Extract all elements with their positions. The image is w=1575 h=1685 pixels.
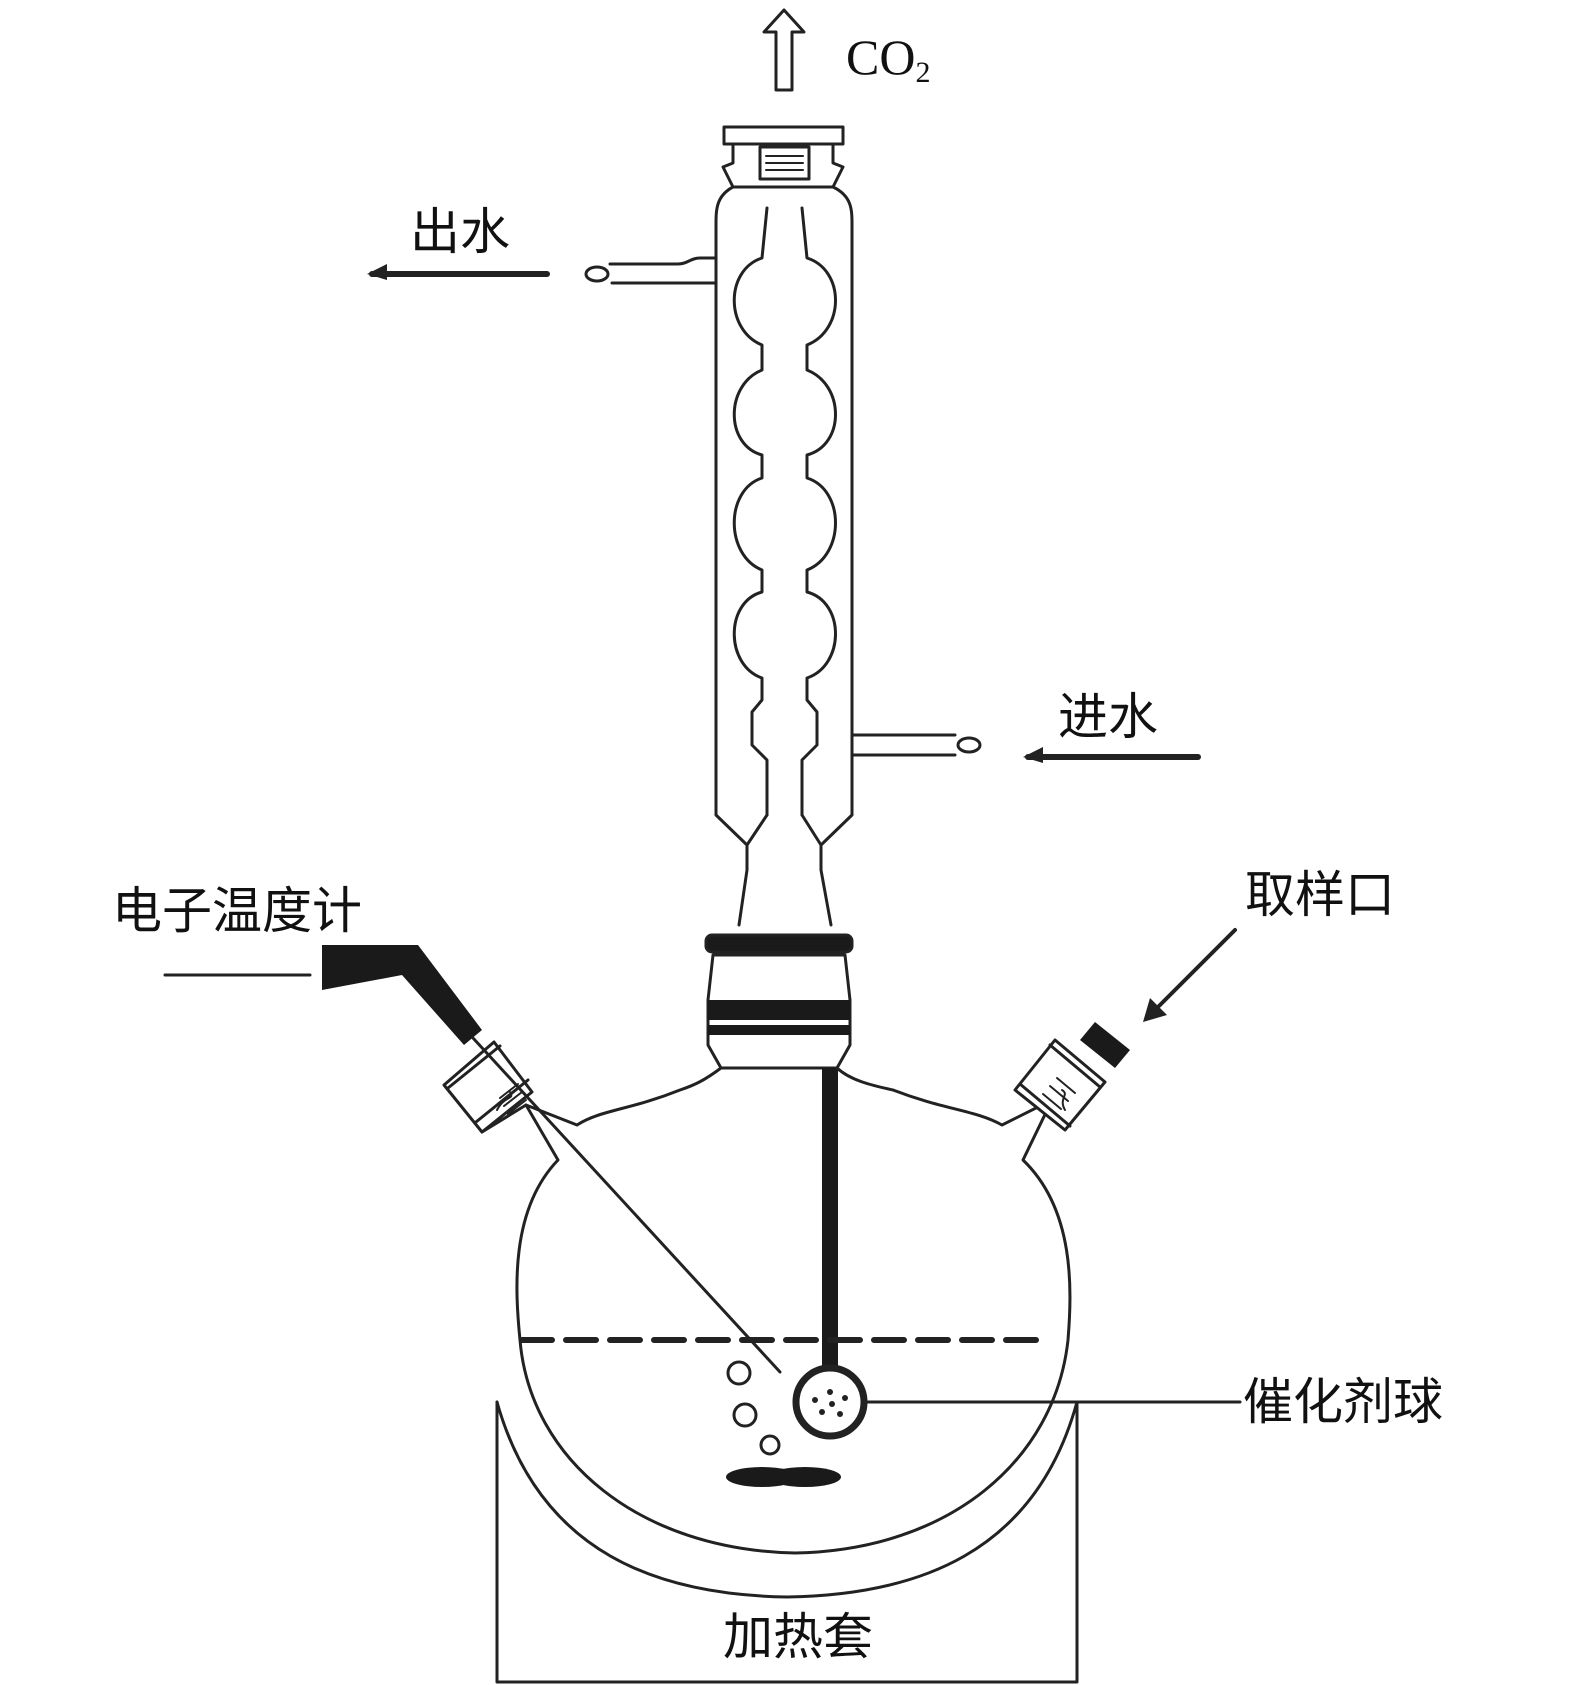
thermometer-label: 电子温度计 bbox=[112, 882, 362, 940]
left-neck-adapter bbox=[442, 1040, 534, 1134]
thermometer-probe bbox=[163, 945, 782, 1374]
water-in-arrow bbox=[1023, 747, 1201, 763]
heating-mantle-label: 加热套 bbox=[723, 1608, 873, 1666]
condenser-stopper bbox=[721, 125, 845, 189]
stir-bar bbox=[726, 1467, 841, 1487]
reflux-condenser bbox=[584, 185, 982, 927]
three-neck-flask bbox=[515, 1066, 1072, 1555]
gas-bubbles bbox=[726, 1360, 781, 1456]
stirrer-rod bbox=[822, 1068, 838, 1378]
heating-mantle-drawing bbox=[495, 1400, 1079, 1684]
co2-exit-arrow bbox=[762, 8, 806, 92]
center-neck-joint bbox=[704, 933, 854, 1070]
co2-label: CO2 bbox=[846, 29, 931, 89]
sample-port-arrow bbox=[1143, 928, 1237, 1022]
water-in-label: 进水 bbox=[1058, 688, 1158, 746]
catalyst-ball-label: 催化剂球 bbox=[1243, 1373, 1443, 1431]
water-out-label: 出水 bbox=[410, 203, 510, 261]
water-out-arrow bbox=[367, 264, 550, 280]
sample-port-label: 取样口 bbox=[1245, 866, 1395, 924]
right-neck-adapter bbox=[1013, 1022, 1130, 1132]
catalyst-ball-drawing bbox=[792, 1364, 868, 1440]
